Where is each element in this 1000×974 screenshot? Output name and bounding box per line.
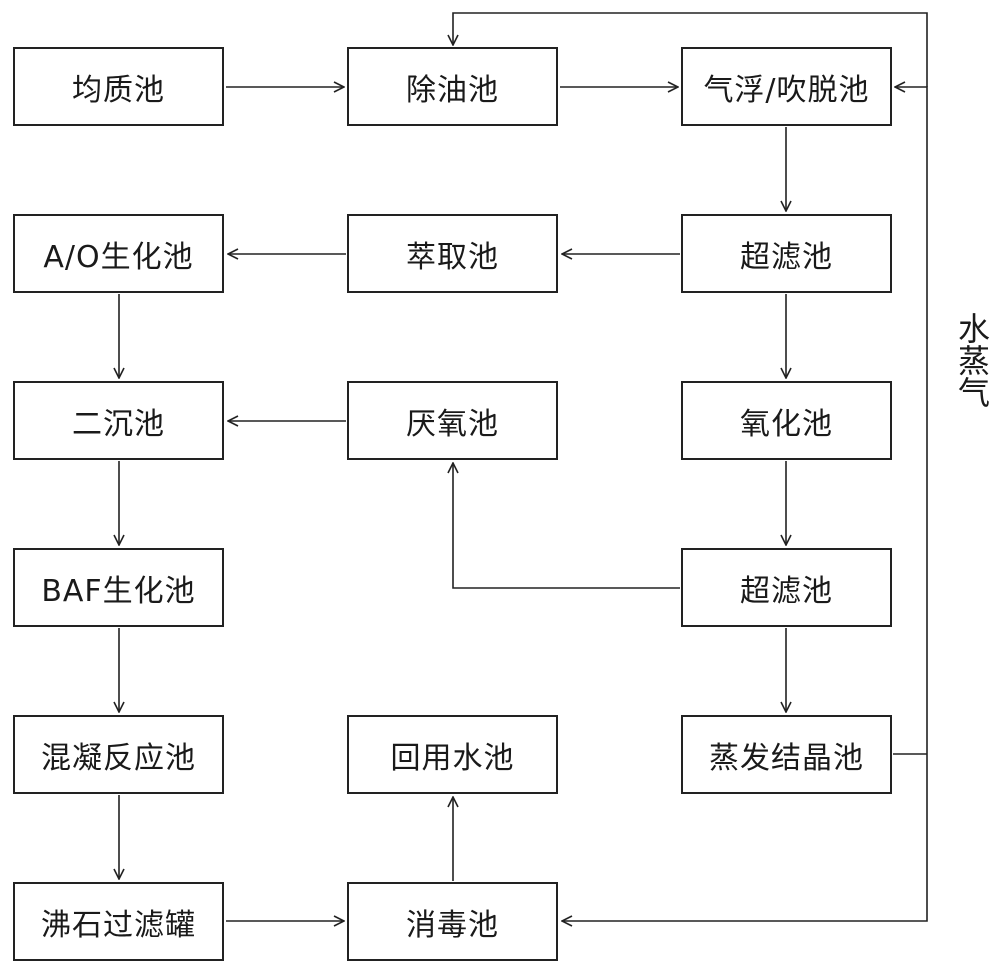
ao-biochemical-tank-box: A/O生化池 bbox=[13, 214, 224, 293]
extraction-tank-box: 萃取池 bbox=[347, 214, 558, 293]
ultrafiltration-tank-2-box: 超滤池 bbox=[681, 548, 892, 627]
steam-label: 水蒸气 bbox=[953, 312, 991, 408]
zeolite-filter-tank-box: 沸石过滤罐 bbox=[13, 882, 224, 961]
arrow-steam-to-oil-removal bbox=[453, 12, 928, 87]
arrow-steam-to-flotation bbox=[895, 87, 928, 754]
oxidation-tank-box: 氧化池 bbox=[681, 381, 892, 460]
secondary-sedimentation-tank-box: 二沉池 bbox=[13, 381, 224, 460]
baf-biochemical-tank-box: BAF生化池 bbox=[13, 548, 224, 627]
homogenization-tank-box: 均质池 bbox=[13, 47, 224, 126]
arrow-ultrafiltration-2-to-anaerobic bbox=[453, 463, 680, 589]
evaporation-crystallization-tank-box: 蒸发结晶池 bbox=[681, 715, 892, 794]
disinfection-tank-box: 消毒池 bbox=[347, 882, 558, 961]
flotation-stripping-tank-box: 气浮/吹脱池 bbox=[681, 47, 892, 126]
coagulation-reaction-tank-box: 混凝反应池 bbox=[13, 715, 224, 794]
anaerobic-tank-box: 厌氧池 bbox=[347, 381, 558, 460]
oil-removal-tank-box: 除油池 bbox=[347, 47, 558, 126]
arrow-steam-to-disinfection bbox=[562, 754, 928, 921]
reuse-water-tank-box: 回用水池 bbox=[347, 715, 558, 794]
ultrafiltration-tank-1-box: 超滤池 bbox=[681, 214, 892, 293]
